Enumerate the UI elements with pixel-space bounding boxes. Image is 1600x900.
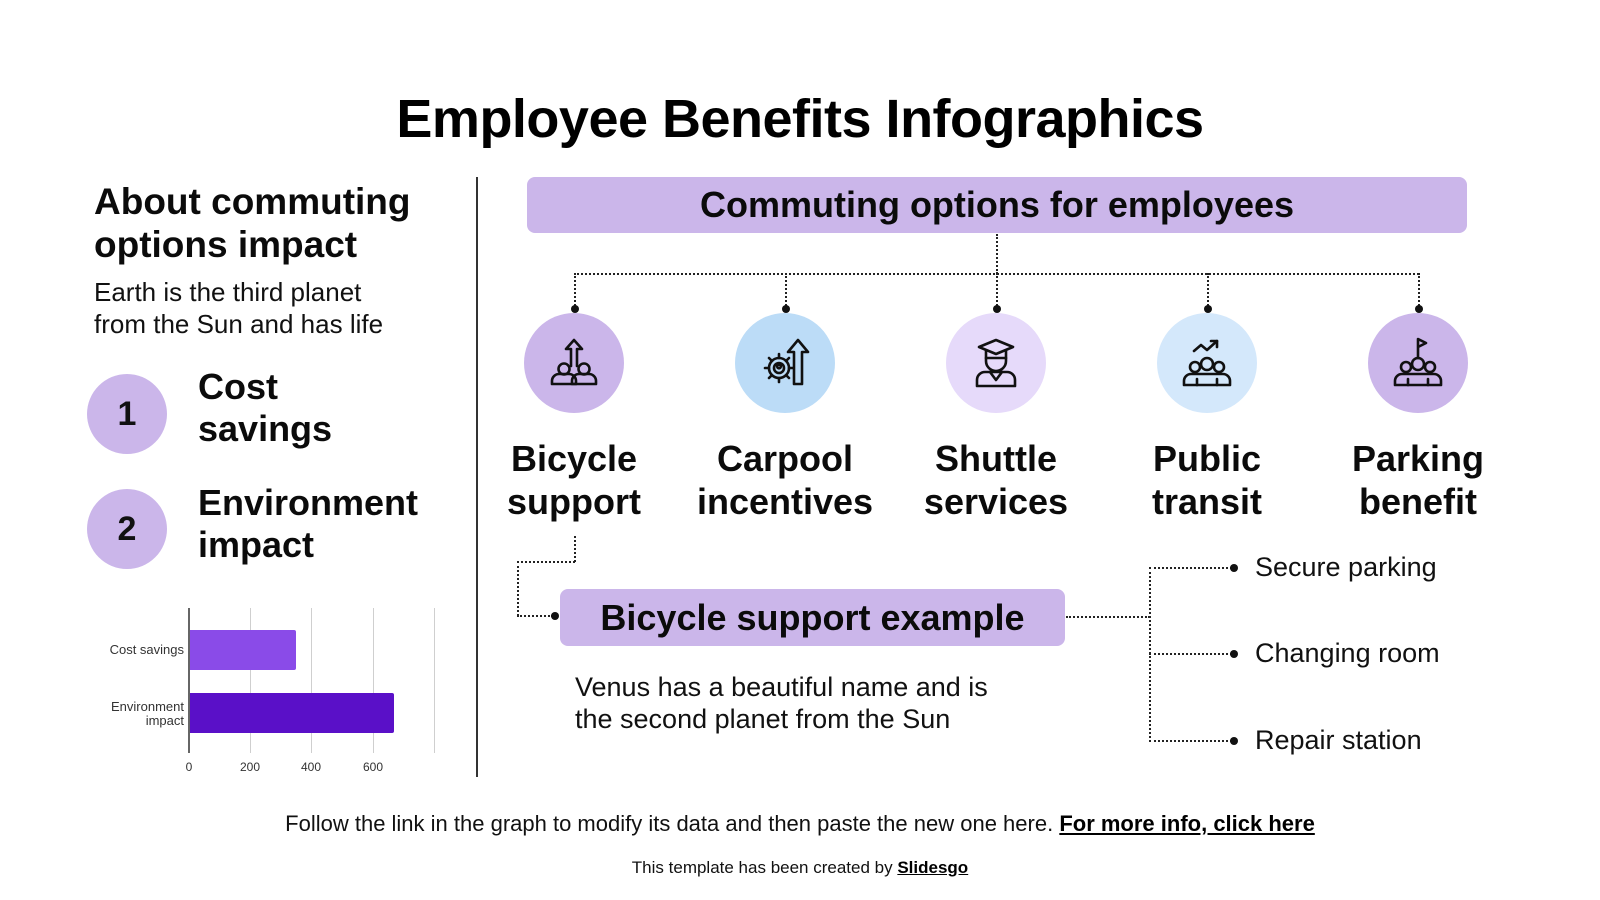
bullet-dot: [1230, 737, 1238, 745]
feature-repair-station: Repair station: [1255, 725, 1422, 755]
connector-line: [517, 615, 553, 617]
option-label-parking-benefit[interactable]: Parking benefit: [1308, 437, 1528, 523]
option-label-line2: transit: [1151, 481, 1263, 522]
connector-line: [785, 273, 787, 309]
connector-line: [517, 561, 575, 563]
connector-line: [574, 536, 576, 562]
slidesgo-link[interactable]: Slidesgo: [897, 858, 969, 877]
x-tick-0: 0: [185, 760, 193, 774]
item-label-line2: impact: [198, 524, 315, 565]
about-description-line1: Earth is the third planet: [94, 277, 362, 307]
example-description-line1: Venus has a beautiful name and is: [575, 672, 988, 702]
x-tick-600: 600: [362, 760, 384, 774]
y-axis: [188, 608, 190, 753]
item-label-environment-impact: Environment impact: [198, 482, 418, 566]
footer-note-text: Follow the link in the graph to modify i…: [285, 811, 1060, 836]
gridline-400: [311, 608, 312, 753]
about-description: Earth is the third planet from the Sun a…: [94, 276, 383, 340]
item-label-cost-savings: Cost savings: [198, 366, 332, 450]
connector-line: [996, 234, 998, 274]
option-circle-carpool[interactable]: [735, 313, 835, 413]
option-label-line2: incentives: [696, 481, 874, 522]
about-heading-line1: About commuting: [94, 181, 411, 222]
option-circle-shuttle[interactable]: [946, 313, 1046, 413]
bullet-dot: [1230, 564, 1238, 572]
item-label-line1: Cost: [198, 366, 278, 407]
connector-line: [1066, 616, 1150, 618]
feature-secure-parking: Secure parking: [1255, 552, 1437, 582]
group-trend-icon: [1182, 339, 1232, 387]
item-label-line1: Environment: [198, 482, 419, 523]
option-label-line1: Public: [1152, 438, 1262, 479]
option-label-line1: Carpool: [716, 438, 853, 479]
bullet-dot: [1230, 650, 1238, 658]
connector-line: [1207, 273, 1209, 309]
option-label-line1: Bicycle: [510, 438, 638, 479]
feature-changing-room: Changing room: [1255, 638, 1440, 668]
connector-dot: [1415, 305, 1423, 313]
option-label-line1: Shuttle: [935, 438, 1057, 479]
connector-line: [996, 273, 998, 309]
connector-line: [574, 273, 576, 309]
example-description-line2: the second planet from the Sun: [575, 704, 951, 734]
about-heading-line2: options impact: [94, 224, 358, 265]
connector-dot: [993, 305, 1001, 313]
option-circle-bicycle[interactable]: [524, 313, 624, 413]
option-label-line1: Parking: [1351, 438, 1485, 479]
bar-environment-impact[interactable]: [189, 693, 394, 733]
item-label-line2: savings: [198, 408, 333, 449]
connector-line: [1149, 653, 1232, 655]
about-heading: About commuting options impact: [94, 180, 411, 266]
graduate-icon: [975, 338, 1017, 388]
gridline-800: [434, 608, 435, 753]
number-badge-2: 2: [87, 489, 167, 569]
option-label-line2: benefit: [1358, 481, 1477, 522]
x-tick-200: 200: [239, 760, 261, 774]
column-divider: [476, 177, 478, 777]
gridline-200: [250, 608, 251, 753]
category-label-cost-savings: Cost savings: [109, 642, 184, 657]
connector-line: [517, 561, 519, 616]
option-label-public-transit[interactable]: Public transit: [1097, 437, 1317, 523]
more-info-link[interactable]: For more info, click here: [1059, 811, 1315, 836]
example-description: Venus has a beautiful name and is the se…: [575, 671, 988, 735]
option-label-shuttle-services[interactable]: Shuttle services: [886, 437, 1106, 523]
bar-cost-savings[interactable]: [189, 630, 296, 670]
option-label-line2: services: [923, 481, 1069, 522]
connector-line: [1149, 567, 1232, 569]
option-circle-public-transit[interactable]: [1157, 313, 1257, 413]
gear-growth-icon: [763, 338, 810, 386]
group-flag-icon: [1393, 337, 1443, 387]
connector-line: [1418, 273, 1420, 309]
number-badge-1: 1: [87, 374, 167, 454]
about-description-line2: from the Sun and has life: [94, 309, 384, 339]
example-title-box: Bicycle support example: [560, 589, 1065, 646]
team-growth-icon: [550, 338, 598, 386]
option-label-carpool-incentives[interactable]: Carpool incentives: [675, 437, 895, 523]
category-label-environment-impact: Environment impact: [111, 699, 184, 728]
connector-dot: [782, 305, 790, 313]
x-tick-400: 400: [300, 760, 322, 774]
footer-note: Follow the link in the graph to modify i…: [0, 811, 1600, 837]
option-circle-parking[interactable]: [1368, 313, 1468, 413]
slide-title: Employee Benefits Infographics: [396, 89, 1204, 149]
credit-line: This template has been created by Slides…: [0, 858, 1600, 878]
option-label-line2: support: [507, 481, 641, 522]
commuting-options-header: Commuting options for employees: [527, 177, 1467, 233]
credit-text: This template has been created by: [631, 858, 898, 877]
connector-dot: [571, 305, 579, 313]
gridline-600: [373, 608, 374, 753]
connector-dot: [551, 612, 559, 620]
option-label-bicycle-support[interactable]: Bicycle support: [464, 437, 684, 523]
connector-dot: [1204, 305, 1212, 313]
bar-chart[interactable]: Cost savings Environment impact 0 200 40…: [100, 600, 440, 780]
connector-line: [1149, 740, 1232, 742]
